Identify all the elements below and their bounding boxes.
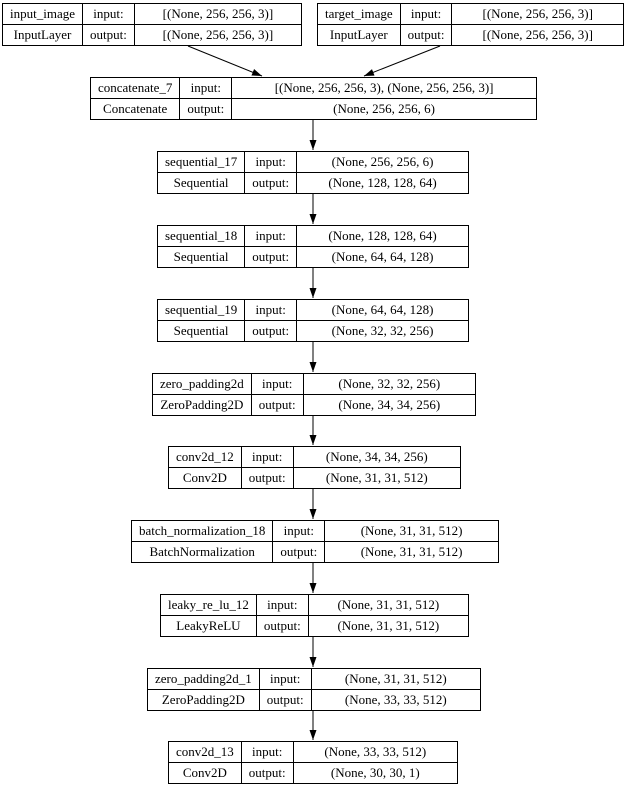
layer-input-shape: (None, 31, 31, 512)	[308, 595, 468, 615]
layer-name: sequential_19	[158, 300, 245, 320]
layer-node-leaky_re_lu_12: leaky_re_lu_12 input: (None, 31, 31, 512…	[160, 594, 469, 637]
output-label: output:	[241, 468, 293, 488]
layer-type: InputLayer	[3, 25, 82, 45]
layer-type: BatchNormalization	[132, 542, 273, 562]
output-label: output:	[400, 25, 452, 45]
layer-node-concatenate_7: concatenate_7 input: [(None, 256, 256, 3…	[90, 77, 537, 120]
layer-input-shape: [(None, 256, 256, 3)]	[134, 4, 301, 24]
layer-name: input_image	[3, 4, 82, 24]
layer-input-shape: (None, 34, 34, 256)	[293, 447, 460, 467]
layer-type: Sequential	[158, 173, 245, 193]
layer-output-shape: (None, 32, 32, 256)	[297, 321, 468, 341]
layer-input-shape: (None, 31, 31, 512)	[311, 669, 480, 689]
layer-type: Sequential	[158, 247, 245, 267]
input-label: input:	[245, 226, 297, 246]
layer-type: ZeroPadding2D	[153, 395, 251, 415]
layer-type: InputLayer	[318, 25, 400, 45]
layer-name: conv2d_12	[169, 447, 241, 467]
input-label: input:	[180, 78, 232, 98]
layer-node-conv2d_12: conv2d_12 input: (None, 34, 34, 256) Con…	[168, 446, 461, 489]
input-label: input:	[241, 742, 293, 762]
layer-name: sequential_17	[158, 152, 245, 172]
layer-output-shape: [(None, 256, 256, 3)]	[134, 25, 301, 45]
layer-type: Conv2D	[169, 468, 241, 488]
layer-output-shape: (None, 128, 128, 64)	[297, 173, 468, 193]
layer-input-shape: (None, 33, 33, 512)	[293, 742, 457, 762]
layer-node-conv2d_13: conv2d_13 input: (None, 33, 33, 512) Con…	[168, 741, 458, 784]
input-label: input:	[245, 152, 297, 172]
output-label: output:	[83, 25, 134, 45]
layer-input-shape: (None, 64, 64, 128)	[297, 300, 468, 320]
layer-output-shape: (None, 30, 30, 1)	[293, 763, 457, 783]
layer-node-batch_normalization_18: batch_normalization_18 input: (None, 31,…	[131, 520, 499, 563]
layer-node-zero_padding2d: zero_padding2d input: (None, 32, 32, 256…	[152, 373, 476, 416]
layer-name: sequential_18	[158, 226, 245, 246]
layer-output-shape: (None, 33, 33, 512)	[311, 690, 480, 710]
layer-name: leaky_re_lu_12	[161, 595, 256, 615]
layer-output-shape: (None, 64, 64, 128)	[297, 247, 468, 267]
input-label: input:	[245, 300, 297, 320]
output-label: output:	[273, 542, 325, 562]
input-label: input:	[251, 374, 303, 394]
layer-output-shape: (None, 256, 256, 6)	[232, 99, 536, 119]
layer-node-input_image: input_image input: [(None, 256, 256, 3)]…	[2, 3, 302, 46]
output-label: output:	[245, 321, 297, 341]
layer-node-zero_padding2d_1: zero_padding2d_1 input: (None, 31, 31, 5…	[147, 668, 481, 711]
layer-output-shape: (None, 34, 34, 256)	[303, 395, 475, 415]
output-label: output:	[251, 395, 303, 415]
layer-name: batch_normalization_18	[132, 521, 273, 541]
layer-name: target_image	[318, 4, 400, 24]
layer-input-shape: (None, 31, 31, 512)	[325, 521, 498, 541]
output-label: output:	[259, 690, 311, 710]
layer-type: ZeroPadding2D	[148, 690, 259, 710]
layer-output-shape: (None, 31, 31, 512)	[325, 542, 498, 562]
layer-output-shape: (None, 31, 31, 512)	[308, 616, 468, 636]
layer-output-shape: (None, 31, 31, 512)	[293, 468, 460, 488]
layer-name: concatenate_7	[91, 78, 180, 98]
layer-type: Concatenate	[91, 99, 180, 119]
layer-node-sequential_18: sequential_18 input: (None, 128, 128, 64…	[157, 225, 469, 268]
edge-input-image-to-concatenate	[187, 45, 263, 77]
layer-node-target_image: target_image input: [(None, 256, 256, 3)…	[317, 3, 624, 46]
input-label: input:	[241, 447, 293, 467]
edge-target-image-to-concatenate	[363, 45, 441, 77]
output-label: output:	[245, 173, 297, 193]
input-label: input:	[273, 521, 325, 541]
output-label: output:	[180, 99, 232, 119]
input-label: input:	[83, 4, 134, 24]
layer-name: zero_padding2d	[153, 374, 251, 394]
layer-node-sequential_17: sequential_17 input: (None, 256, 256, 6)…	[157, 151, 469, 194]
input-label: input:	[256, 595, 308, 615]
layer-input-shape: [(None, 256, 256, 3)]	[452, 4, 623, 24]
layer-type: LeakyReLU	[161, 616, 256, 636]
layer-input-shape: (None, 128, 128, 64)	[297, 226, 468, 246]
layer-input-shape: (None, 32, 32, 256)	[303, 374, 475, 394]
layer-input-shape: [(None, 256, 256, 3), (None, 256, 256, 3…	[232, 78, 536, 98]
layer-name: conv2d_13	[169, 742, 241, 762]
output-label: output:	[256, 616, 308, 636]
layer-input-shape: (None, 256, 256, 6)	[297, 152, 468, 172]
input-label: input:	[400, 4, 452, 24]
input-label: input:	[259, 669, 311, 689]
layer-output-shape: [(None, 256, 256, 3)]	[452, 25, 623, 45]
layer-name: zero_padding2d_1	[148, 669, 259, 689]
output-label: output:	[245, 247, 297, 267]
layer-type: Conv2D	[169, 763, 241, 783]
layer-node-sequential_19: sequential_19 input: (None, 64, 64, 128)…	[157, 299, 469, 342]
output-label: output:	[241, 763, 293, 783]
layer-type: Sequential	[158, 321, 245, 341]
